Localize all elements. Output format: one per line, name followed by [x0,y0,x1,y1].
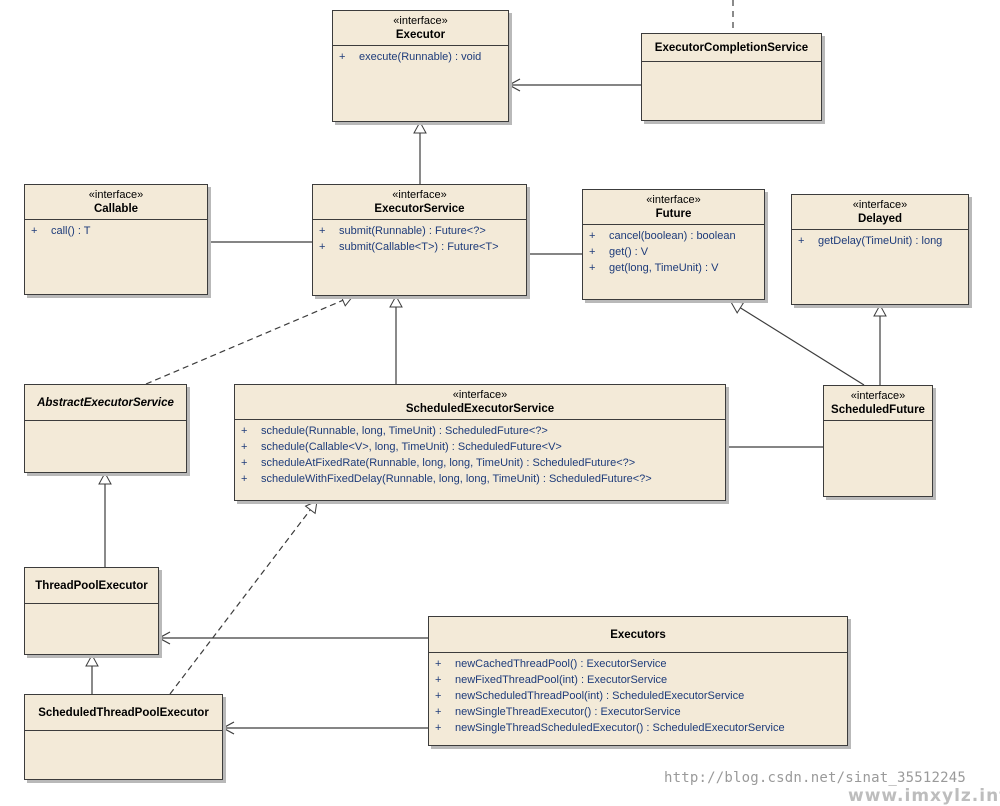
stereotype-label: «interface» [393,15,448,27]
operation: +schedule(Runnable, long, TimeUnit) : Sc… [241,425,548,437]
stereotype-label: «interface» [852,199,908,211]
visibility-symbol: + [319,225,326,237]
visibility-symbol: + [435,658,442,670]
operations-compartment: +newCachedThreadPool() : ExecutorService… [429,653,847,736]
class-name: AbstractExecutorService [37,397,174,409]
class-header: ThreadPoolExecutor [25,568,158,604]
class-name: ScheduledExecutorService [405,403,555,415]
class-header: «interface» Future [583,190,764,225]
class-scheduled-future[interactable]: «interface» ScheduledFuture [823,385,933,497]
operation: +cancel(boolean) : boolean [589,230,736,242]
class-name: Callable [93,203,139,215]
operation: +newCachedThreadPool() : ExecutorService [435,658,667,670]
class-executor[interactable]: «interface» Executor +execute(Runnable) … [332,10,509,122]
class-executors[interactable]: Executors +newCachedThreadPool() : Execu… [428,616,848,746]
operation: +execute(Runnable) : void [339,51,482,63]
operations-compartment: +execute(Runnable) : void [333,46,508,65]
class-name: Future [655,208,692,220]
visibility-symbol: + [589,262,596,274]
operations-compartment: +schedule(Runnable, long, TimeUnit) : Sc… [235,420,725,487]
operation: +newSingleThreadScheduledExecutor() : Sc… [435,722,785,734]
stereotype-label: «interface» [646,194,701,206]
visibility-symbol: + [241,441,248,453]
operation: +submit(Callable<T>) : Future<T> [319,241,499,253]
visibility-symbol: + [241,473,248,485]
visibility-symbol: + [31,225,38,237]
visibility-symbol: + [435,722,442,734]
class-header: «interface» ScheduledFuture [824,386,932,421]
operation: +scheduleWithFixedDelay(Runnable, long, … [241,473,652,485]
class-name: ExecutorService [374,203,465,215]
class-header: «interface» ScheduledExecutorService [235,385,725,420]
visibility-symbol: + [435,706,442,718]
edge-stpe-ses [169,500,318,695]
stereotype-label: «interface» [452,389,508,401]
class-name: Delayed [857,213,903,225]
class-future[interactable]: «interface» Future +cancel(boolean) : bo… [582,189,765,300]
operation: +newFixedThreadPool(int) : ExecutorServi… [435,674,668,686]
edge-scheduledfuture-future [730,301,865,386]
watermark-site: www.imxylz.info [848,786,1000,806]
operation: +submit(Runnable) : Future<?> [319,225,486,237]
class-executor-completion-service[interactable]: ExecutorCompletionService [641,33,822,121]
class-header: ScheduledThreadPoolExecutor [25,695,222,731]
class-name: Executor [395,29,446,41]
visibility-symbol: + [798,235,805,247]
class-header: Executors [429,617,847,653]
visibility-symbol: + [241,425,248,437]
stereotype-label: «interface» [88,189,144,201]
stereotype-label: «interface» [850,390,906,402]
class-callable[interactable]: «interface» Callable +call() : T [24,184,208,295]
visibility-symbol: + [339,51,346,63]
class-header: ExecutorCompletionService [642,34,821,62]
class-scheduled-thread-pool-executor[interactable]: ScheduledThreadPoolExecutor [24,694,223,780]
class-name: ScheduledThreadPoolExecutor [38,707,209,719]
operation: +get(long, TimeUnit) : V [589,262,719,274]
visibility-symbol: + [241,457,248,469]
class-header: AbstractExecutorService [25,385,186,421]
class-name: ExecutorCompletionService [654,42,809,54]
visibility-symbol: + [319,241,326,253]
class-header: «interface» Callable [25,185,207,220]
class-delayed[interactable]: «interface» Delayed +getDelay(TimeUnit) … [791,194,969,305]
operation: +getDelay(TimeUnit) : long [798,235,943,247]
visibility-symbol: + [435,690,442,702]
class-thread-pool-executor[interactable]: ThreadPoolExecutor [24,567,159,655]
operation: +call() : T [31,225,91,237]
class-executor-service[interactable]: «interface» ExecutorService +submit(Runn… [312,184,527,296]
operation: +newScheduledThreadPool(int) : Scheduled… [435,690,745,702]
class-header: «interface» Executor [333,11,508,46]
visibility-symbol: + [435,674,442,686]
operation: +get() : V [589,246,649,258]
operation: +newSingleThreadExecutor() : ExecutorSer… [435,706,681,718]
class-scheduled-executor-service[interactable]: «interface» ScheduledExecutorService +sc… [234,384,726,501]
class-abstract-executor-service[interactable]: AbstractExecutorService [24,384,187,473]
operations-compartment: +call() : T [25,220,207,239]
visibility-symbol: + [589,246,596,258]
watermark-url: http://blog.csdn.net/sinat_35512245 [664,770,967,786]
class-header: «interface» Delayed [792,195,968,230]
operations-compartment: +cancel(boolean) : boolean +get() : V +g… [583,225,764,276]
class-name: ScheduledFuture [831,404,925,416]
edge-abstract-executorservice [145,294,354,385]
visibility-symbol: + [589,230,596,242]
class-header: «interface» ExecutorService [313,185,526,220]
class-name: ThreadPoolExecutor [35,580,148,592]
operation: +schedule(Callable<V>, long, TimeUnit) :… [241,441,562,453]
class-name: Executors [610,629,666,641]
operations-compartment: +submit(Runnable) : Future<?> +submit(Ca… [313,220,526,255]
stereotype-label: «interface» [392,189,447,201]
operation: +scheduleAtFixedRate(Runnable, long, lon… [241,457,636,469]
operations-compartment: +getDelay(TimeUnit) : long [792,230,968,249]
